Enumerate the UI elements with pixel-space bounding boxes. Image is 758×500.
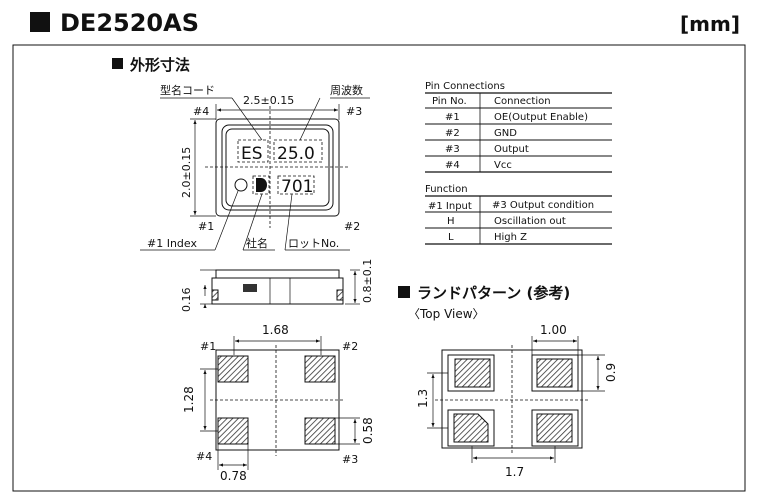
section-title-dimensions: 外形寸法 <box>129 56 190 74</box>
bottom-pin3-label: #3 <box>342 453 358 466</box>
land-dim-pitch-y: 1.3 <box>416 389 430 408</box>
side-thickness-dimension: 0.16 <box>180 288 193 313</box>
svg-text:Output: Output <box>494 144 529 155</box>
bottom-pin2-label: #2 <box>342 340 358 353</box>
pin-connections-title: Pin Connections <box>425 81 505 92</box>
land-dim-pitch-x: 1.7 <box>505 465 524 479</box>
pin4-label: #4 <box>193 105 209 118</box>
land-pattern: ランドパターン (参考) 〈Top View〉 1.00 0.9 1.3 1.7 <box>398 284 618 479</box>
svg-text:H: H <box>447 216 455 227</box>
svg-text:Vcc: Vcc <box>494 160 512 171</box>
label-company: 社名 <box>246 236 268 250</box>
section-square-icon <box>112 58 123 69</box>
top-view: 型名コード 周波数 2.5±0.15 #4 #3 2.0±0.15 ES 25.… <box>140 83 370 251</box>
pin2-label: #2 <box>344 220 360 233</box>
svg-text:#2: #2 <box>445 128 460 139</box>
land-pattern-subtitle: 〈Top View〉 <box>408 307 485 321</box>
table-row: #2 GND <box>445 128 517 139</box>
marking-frequency: 25.0 <box>277 144 315 164</box>
land-square-icon <box>398 286 410 298</box>
svg-text:L: L <box>448 232 454 243</box>
svg-text:High Z: High Z <box>494 232 527 243</box>
land-dim-height: 0.9 <box>604 363 618 382</box>
svg-text:OE(Output Enable): OE(Output Enable) <box>494 112 588 123</box>
header-connection: Connection <box>494 96 551 107</box>
product-title: DE2520AS <box>60 9 199 37</box>
title-square-icon <box>30 12 50 32</box>
table-row: #3 Output <box>445 144 529 155</box>
company-logo-icon <box>256 178 267 192</box>
height-dimension: 2.0±0.15 <box>180 147 193 198</box>
side-view: 0.8±0.1 0.16 <box>180 259 374 312</box>
svg-text:#4: #4 <box>445 160 460 171</box>
table-row: H Oscillation out <box>447 216 566 227</box>
header-output-condition: #3 Output condition <box>492 200 594 211</box>
bottom-pitch-x: 1.68 <box>262 323 289 337</box>
pin-connections-table: Pin Connections Pin No. Connection #1 OE(… <box>425 81 612 173</box>
side-height-dimension: 0.8±0.1 <box>361 259 374 303</box>
svg-text:#3: #3 <box>445 144 460 155</box>
unit-label: [mm] <box>680 12 740 36</box>
header-pin-no: Pin No. <box>432 96 467 107</box>
bottom-pin1-label: #1 <box>200 340 216 353</box>
land-pattern-title: ランドパターン (参考) <box>417 284 570 302</box>
svg-text:Oscillation out: Oscillation out <box>494 216 566 227</box>
marking-model-code: ES <box>241 144 263 164</box>
label-index: #1 Index <box>147 237 197 250</box>
pin1-label: #1 <box>198 220 214 233</box>
label-frequency: 周波数 <box>330 84 363 97</box>
svg-text:GND: GND <box>494 128 517 139</box>
table-row: #4 Vcc <box>445 160 512 171</box>
bottom-pitch-y: 1.28 <box>182 386 196 413</box>
bottom-view: 1.68 #1 #2 #4 #3 1.28 0.58 0.78 <box>182 323 375 483</box>
label-model-code: 型名コード <box>160 83 215 97</box>
label-lot: ロットNo. <box>288 237 339 250</box>
header-input: #1 Input <box>428 201 472 212</box>
width-dimension: 2.5±0.15 <box>243 94 294 107</box>
marking-lot: 701 <box>281 177 313 197</box>
svg-text:#1: #1 <box>445 112 460 123</box>
function-table: Function #1 Input #3 Output condition H O… <box>425 184 612 245</box>
land-dim-width: 1.00 <box>540 323 567 337</box>
pin3-label: #3 <box>346 105 362 118</box>
bottom-pad-height: 0.58 <box>361 417 375 444</box>
table-row: #1 OE(Output Enable) <box>445 112 588 123</box>
function-title: Function <box>425 184 468 195</box>
bottom-pin4-label: #4 <box>196 450 212 463</box>
content-frame <box>12 44 746 492</box>
table-row: L High Z <box>448 232 527 243</box>
bottom-pad-width: 0.78 <box>220 469 247 483</box>
index-mark-icon <box>234 178 248 192</box>
